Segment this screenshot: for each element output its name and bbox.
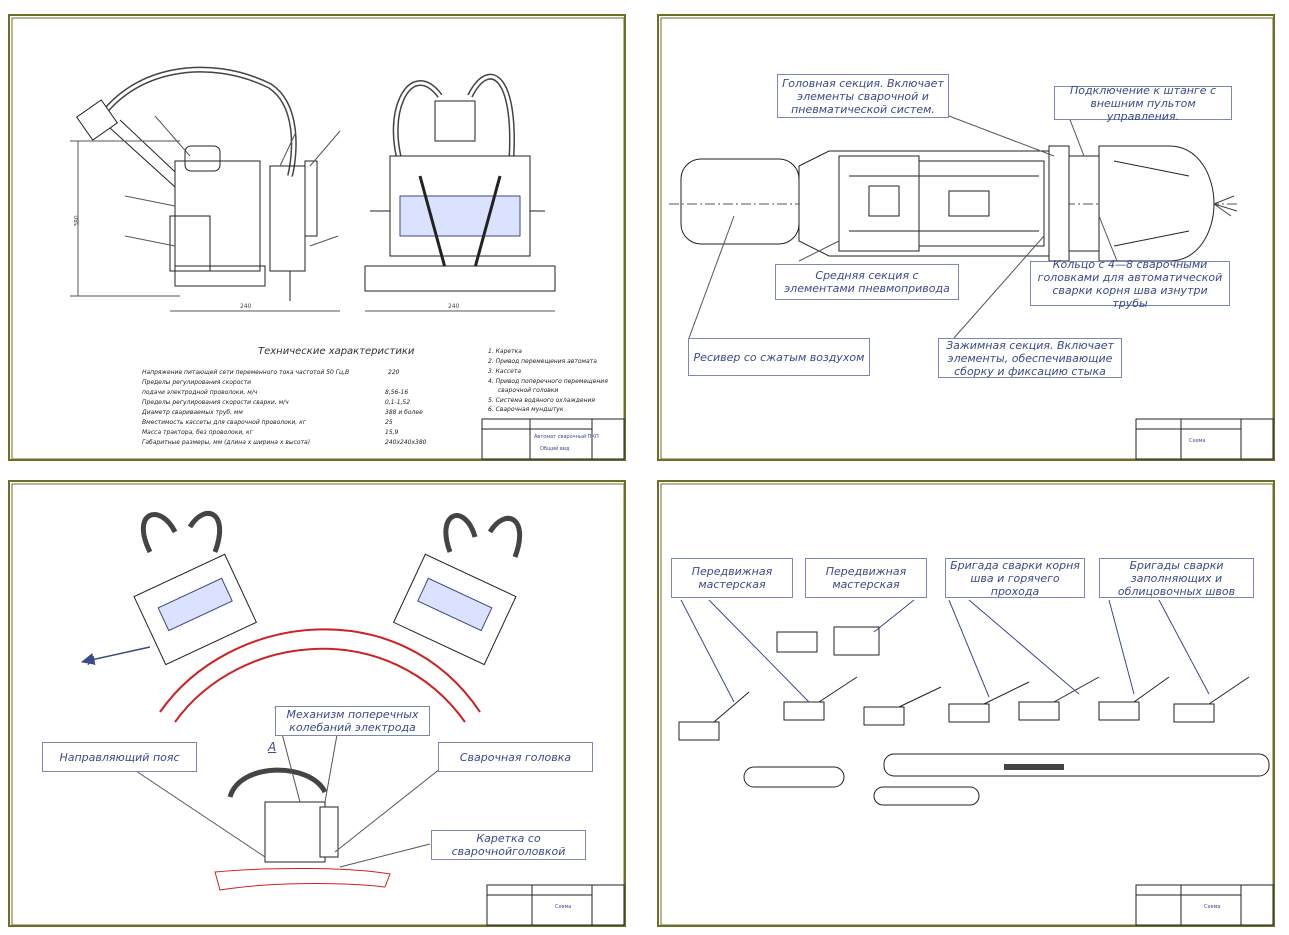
welding-crew-layout-drawing bbox=[660, 483, 1274, 926]
stamp-subtitle: Общий вид bbox=[540, 446, 570, 452]
drawing-sheet-3: А А Механизм поперечных колебаний электр… bbox=[8, 480, 626, 927]
callout-mobile-workshop-2: Передвижная мастерская bbox=[805, 558, 927, 598]
legend-item: 2. Привод перемещения автомата bbox=[488, 358, 597, 365]
callout-welding-head: Сварочная головка bbox=[438, 742, 593, 772]
callout-guide-belt: Направляющий пояс bbox=[42, 742, 197, 772]
tech-row: Пределы регулирования скорости сварки, м… bbox=[142, 399, 289, 406]
legend-item: сварочной головки bbox=[498, 387, 559, 394]
arrow-label-a: А bbox=[88, 654, 97, 668]
tech-value: 388 и более bbox=[385, 409, 423, 416]
stamp-title: Схема bbox=[1204, 904, 1221, 910]
tech-value: 8,56-16 bbox=[385, 389, 409, 396]
stamp-title: Схема bbox=[1189, 438, 1206, 444]
orbital-welding-drawing bbox=[11, 483, 625, 926]
legend-item: 5. Система водяного охлаждения bbox=[488, 397, 596, 404]
tech-value: 25 bbox=[385, 419, 393, 426]
legend-item: 1. Каретка bbox=[488, 348, 522, 355]
legend-item: 4. Привод поперечного перемещения bbox=[488, 378, 608, 385]
drawing-sheet-4: Передвижная мастерская Передвижная масте… bbox=[657, 480, 1275, 927]
dim-width-front: 240 bbox=[448, 303, 460, 310]
callout-welding-ring: Кольцо с 4—8 сварочными головками для ав… bbox=[1030, 258, 1230, 310]
tech-row: Масса трактора, без проволоки, кг bbox=[142, 429, 253, 436]
callout-root-weld-crew: Бригада сварки корня шва и горячего прох… bbox=[945, 558, 1085, 598]
callout-mobile-workshop-1: Передвижная мастерская bbox=[671, 558, 793, 598]
tech-value: 0,1-1,52 bbox=[385, 399, 411, 406]
callout-control-connection: Подключение к штанге с внешним пультом у… bbox=[1054, 84, 1232, 123]
legend-item: 6. Сварочная мундштук bbox=[488, 406, 564, 413]
drawing-sheet-2: Головная секция. Включает элементы сваро… bbox=[657, 14, 1275, 461]
dim-width-side: 240 bbox=[240, 303, 252, 310]
tech-row: Пределы регулирования скорости bbox=[142, 379, 252, 386]
tech-row: Вместимость кассеты для сварочной провол… bbox=[142, 419, 306, 426]
tech-row: Диаметр свариваемых труб, мм bbox=[142, 409, 243, 416]
callout-electrode-oscillator: Механизм поперечных колебаний электрода bbox=[275, 706, 430, 736]
callout-carriage: Каретка со сварочнойголовкой bbox=[431, 830, 586, 860]
callout-fill-cap-crew: Бригады сварки заполняющих и облицовочны… bbox=[1099, 558, 1254, 598]
dim-height: 380 bbox=[73, 215, 81, 227]
callout-clamp-section: Зажимная секция. Включает элементы, обес… bbox=[938, 338, 1122, 378]
callout-head-section: Головная секция. Включает элементы сваро… bbox=[777, 74, 949, 118]
tech-value: 220 bbox=[388, 369, 400, 376]
tech-title: Технические характеристики bbox=[258, 346, 415, 357]
tech-row: подачи электродной проволоки, м/ч bbox=[142, 389, 258, 396]
tech-value: 15,9 bbox=[385, 429, 399, 436]
callout-receiver: Ресивер со сжатым воздухом bbox=[688, 338, 870, 376]
callout-middle-section: Средняя секция с элементами пневмопривод… bbox=[775, 264, 959, 300]
view-label-a: А bbox=[268, 740, 277, 754]
tech-value: 240х240х380 bbox=[385, 439, 427, 446]
drawing-sheet-1: 380 240 240 Технические характеристики Н… bbox=[8, 14, 626, 461]
stamp-title: Схема bbox=[555, 904, 572, 910]
internal-welding-machine-drawing bbox=[660, 17, 1274, 460]
tech-row: Габаритные размеры, мм (длина х ширина х… bbox=[142, 439, 311, 446]
welding-tractor-drawing bbox=[11, 17, 625, 460]
stamp-title: Автомат сварочный ПКП bbox=[534, 434, 599, 440]
tech-row: Напряжение питающей сети переменного ток… bbox=[142, 369, 350, 376]
legend-item: 3. Кассета bbox=[488, 368, 522, 375]
